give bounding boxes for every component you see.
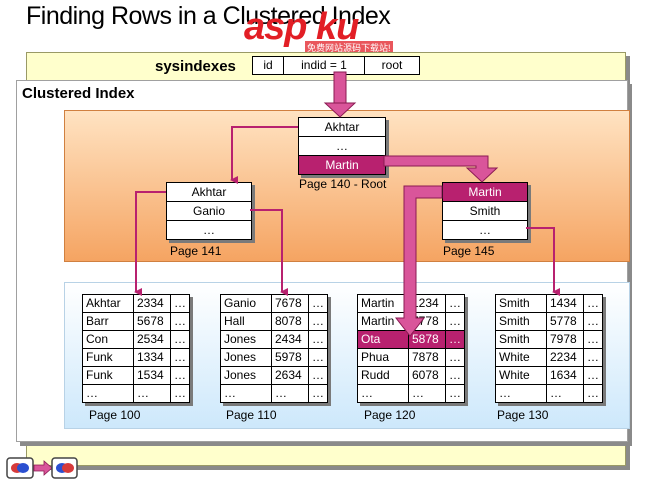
page-145-label: Page 145 [443,244,495,258]
mid-node-141: Akhtar Ganio … [166,182,252,240]
leaf-more-cell: … [583,348,603,367]
arrow-root-to-141 [230,126,298,184]
root-node: Akhtar … Martin [298,117,386,175]
leaf-more-cell: … [308,312,328,331]
leaf-more-cell: … [170,384,190,403]
root-page-label: Page 140 - Root [299,177,387,191]
sysindexes-col-indid: indid = 1 [283,56,365,75]
leaf-value-cell: … [133,384,171,403]
clustered-index-label: Clustered Index [22,85,135,102]
leaf-more-cell: … [308,330,328,349]
fat-arrow-root [323,71,357,118]
leaf-value-cell: … [546,384,584,403]
root-row: Akhtar [299,118,385,137]
leaf-more-cell: … [170,348,190,367]
page-120-label: Page 120 [364,408,416,422]
leaf-more-cell: … [583,330,603,349]
root-row-highlight: Martin [299,156,385,174]
leaf-row: ……… [220,384,328,403]
arrow-145-to-130 [526,227,560,296]
leaf-more-cell: … [445,384,465,403]
nav-logo-icon [6,457,78,479]
leaf-value-cell: 2634 [271,366,309,385]
leaf-key-cell: … [357,384,409,403]
page-110-label: Page 110 [226,408,277,422]
sysindexes-label: sysindexes [155,58,236,75]
leaf-key-cell: Barr [82,312,134,331]
leaf-row: ……… [495,384,603,403]
mid-row-highlight: Martin [443,183,527,202]
leaf-more-cell: … [308,384,328,403]
root-row: … [299,137,385,156]
mid-row: Smith [443,202,527,221]
mid-row: … [479,223,491,237]
fat-arrow-to-120 [394,185,443,337]
leaf-value-cell: … [271,384,309,403]
leaf-more-cell: … [445,294,465,313]
leaf-key-cell: Funk [82,348,134,367]
leaf-more-cell: … [308,348,328,367]
leaf-row: ……… [357,384,465,403]
leaf-key-cell: Jones [220,348,272,367]
leaf-value-cell: 5878 [408,330,446,349]
watermark-subtitle: 免费网站源码下载站! [305,41,393,54]
page-130-label: Page 130 [497,408,549,422]
leaf-value-cell: 2334 [133,294,171,313]
leaf-more-cell: … [583,384,603,403]
leaf-value-cell: 7678 [271,294,309,313]
leaf-key-cell: Martin [357,312,409,331]
arrow-141-to-110 [250,209,288,296]
leaf-key-cell: … [495,384,547,403]
mid-row: … [203,223,215,237]
leaf-key-cell: Rudd [357,366,409,385]
leaf-row: ……… [82,384,190,403]
leaf-value-cell: 2534 [133,330,171,349]
mid-row: Ganio [167,202,251,221]
leaf-more-cell: … [170,294,190,313]
leaf-more-cell: … [445,312,465,331]
fat-arrow-to-145 [383,155,499,183]
arrow-141-to-100 [134,191,166,296]
leaf-key-cell: White [495,366,547,385]
leaf-more-cell: … [445,348,465,367]
leaf-key-cell: … [82,384,134,403]
page-100-label: Page 100 [89,408,141,422]
leaf-more-cell: … [170,330,190,349]
page-141-label: Page 141 [170,244,222,258]
leaf-more-cell: … [170,312,190,331]
leaf-more-cell: … [583,366,603,385]
sysindexes-col-root: root [364,56,420,75]
mid-row: Akhtar [167,183,251,202]
leaf-more-cell: … [445,330,465,349]
slide-title: Finding Rows in a Clustered Index [26,2,391,30]
mid-node-145: Martin Smith … [442,182,528,240]
